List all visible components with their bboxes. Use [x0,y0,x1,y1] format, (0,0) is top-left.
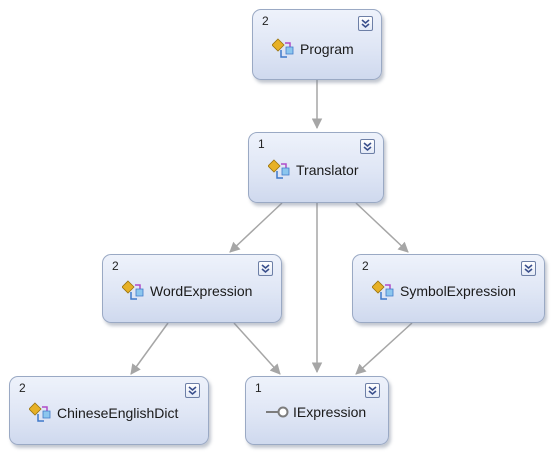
chevron-down-icon[interactable] [185,383,200,398]
interface-icon [265,401,289,423]
node-name: Translator [296,162,359,178]
edge-symbol-expression-iexpression [355,322,413,375]
node-iexpression[interactable]: 1 IExpression [245,376,389,445]
node-name: IExpression [293,404,367,420]
edge-word-expression-chinese-english-dict [130,322,169,375]
class-icon [28,402,53,424]
node-name: Program [300,41,354,57]
node-name: SymbolExpression [400,283,516,299]
node-program[interactable]: 2 Program [252,9,382,80]
node-count: 2 [112,259,119,273]
class-icon [371,280,396,302]
node-symbol-expression[interactable]: 2 SymbolExpression [352,254,545,323]
class-icon [267,159,292,181]
edge-translator-symbol-expression [355,202,409,253]
class-icon [121,280,146,302]
node-name: WordExpression [150,283,253,299]
node-count: 2 [19,381,26,395]
chevron-down-icon[interactable] [521,261,536,276]
node-count: 1 [255,381,262,395]
node-count: 1 [258,137,265,151]
edge-translator-word-expression [229,202,283,253]
node-chinese-english-dict[interactable]: 2 ChineseEnglishDict [9,376,209,445]
edge-word-expression-iexpression [233,322,281,375]
node-count: 2 [262,14,269,28]
node-name: ChineseEnglishDict [57,405,179,421]
node-count: 2 [362,259,369,273]
class-icon [271,38,296,60]
chevron-down-icon[interactable] [258,261,273,276]
chevron-down-icon[interactable] [360,139,375,154]
node-translator[interactable]: 1 Translator [248,132,384,203]
chevron-down-icon[interactable] [365,383,380,398]
node-word-expression[interactable]: 2 WordExpression [102,254,282,323]
chevron-down-icon[interactable] [358,16,373,31]
